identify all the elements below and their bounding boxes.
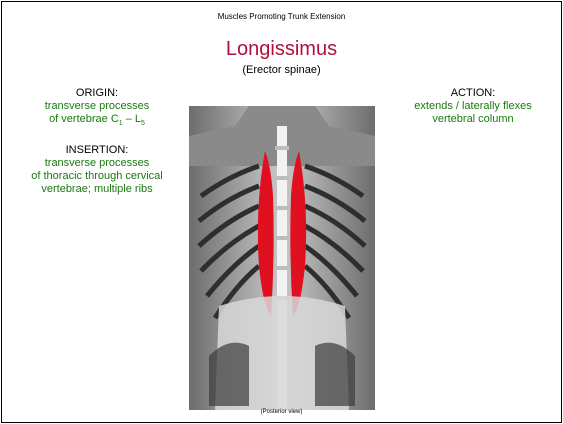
- muscle-title: Longissimus: [2, 38, 561, 61]
- left-hip-muscle: [209, 343, 249, 406]
- slide-header: Muscles Promoting Trunk Extension: [2, 12, 561, 21]
- back-muscles-illustration: [189, 106, 375, 410]
- action-block: ACTION: extends / laterally flexes verte…: [398, 87, 548, 126]
- right-hip-muscle: [315, 343, 355, 406]
- origin-line-1: transverse processes: [22, 100, 172, 113]
- figure-caption: (Posterior view): [2, 409, 561, 415]
- back-muscles-svg: [189, 106, 375, 410]
- origin-label: ORIGIN:: [22, 87, 172, 100]
- insertion-block: INSERTION: transverse processes of thora…: [16, 144, 178, 196]
- insertion-line-3: vertebrae; multiple ribs: [16, 183, 178, 196]
- origin-dash: – L: [123, 113, 141, 125]
- origin-line-2-prefix: of vertebrae C: [49, 113, 119, 125]
- insertion-line-1: transverse processes: [16, 157, 178, 170]
- muscle-subtitle: (Erector spinae): [2, 64, 561, 76]
- action-label: ACTION:: [398, 87, 548, 100]
- insertion-line-2: of thoracic through cervical: [16, 170, 178, 183]
- origin-block: ORIGIN: transverse processes of vertebra…: [22, 87, 172, 130]
- origin-line-2: of vertebrae C1 – L5: [22, 113, 172, 130]
- action-line-2: vertebral column: [398, 113, 548, 126]
- insertion-label: INSERTION:: [16, 144, 178, 157]
- action-line-1: extends / laterally flexes: [398, 100, 548, 113]
- origin-sub-2: 5: [141, 120, 145, 127]
